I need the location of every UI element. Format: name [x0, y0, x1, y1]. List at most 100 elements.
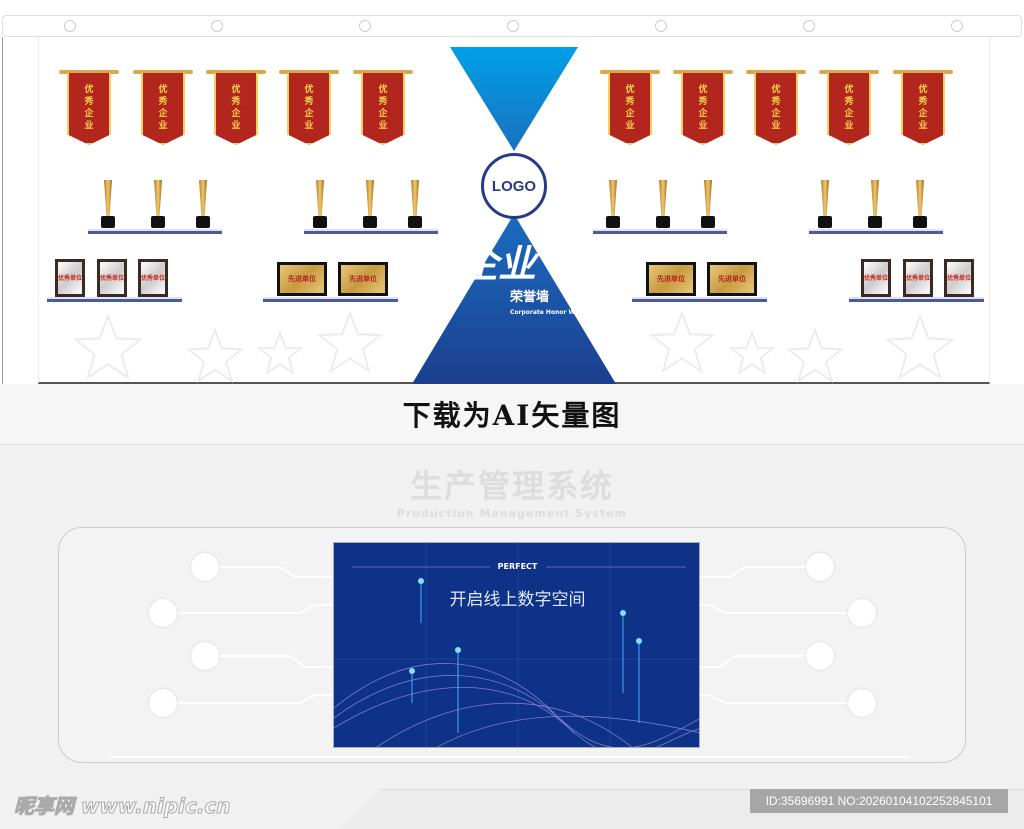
silver-plaque: 优秀单位 [138, 259, 168, 297]
banner-text: 业 [158, 121, 168, 131]
star-decorations [72, 310, 956, 384]
plaque-text: 优秀单位 [58, 262, 82, 294]
pennant-banner: 优秀企业 [279, 70, 339, 150]
banner-text: 秀 [844, 97, 854, 107]
trophy-icon [363, 180, 377, 228]
banner-text: 秀 [698, 97, 708, 107]
trophy-icon [913, 180, 927, 228]
screen-title: 开启线上数字空间 [449, 590, 586, 610]
banner-text: 企 [304, 109, 314, 119]
banner-text: 企 [378, 109, 388, 119]
star-decoration [316, 310, 384, 374]
gold-plaque: 先进单位 [707, 262, 757, 296]
rail-bolt [359, 20, 371, 32]
banner-text: 业 [84, 121, 94, 131]
star-decoration [185, 327, 245, 384]
trophy-icon [101, 180, 115, 228]
tech-background [334, 543, 699, 747]
banner-text: 企 [918, 109, 928, 119]
star-decoration [728, 330, 776, 376]
shelf [88, 229, 222, 234]
silver-plaque: 优秀单位 [97, 259, 127, 297]
circuit-node [806, 553, 834, 581]
pennant-banner: 优秀企业 [673, 70, 733, 150]
star-decoration [256, 330, 304, 376]
banner-text: 企 [625, 109, 635, 119]
banner-text: 秀 [231, 97, 241, 107]
trophy-icon [818, 180, 832, 228]
image-id-badge: ID:35696991 NO:20260104102252845101 [750, 789, 1008, 813]
gold-plaque: 先进单位 [277, 262, 327, 296]
gold-plaque: 先进单位 [338, 262, 388, 296]
banner-text: 秀 [918, 97, 928, 107]
banner-text: 企 [84, 109, 94, 119]
rail-bolt [64, 20, 76, 32]
banner-text: 业 [698, 121, 708, 131]
banner-text: 业 [625, 121, 635, 131]
circuit-node [149, 599, 177, 627]
shelf [809, 229, 943, 234]
title-cn: 荣誉墙 [510, 290, 550, 305]
shelf [47, 297, 182, 302]
star-decoration [648, 310, 716, 374]
divider [2, 37, 3, 384]
shelf [263, 297, 398, 302]
banner-text: 业 [844, 121, 854, 131]
shelf [632, 297, 767, 302]
system-title: 生产管理系统 [409, 467, 614, 505]
plaque-text: 优秀单位 [100, 262, 124, 294]
circuit-node [806, 642, 834, 670]
banner-text: 优 [625, 85, 635, 95]
plaque-text: 先进单位 [710, 265, 754, 293]
download-caption: 下载为AI矢量图 [0, 384, 1024, 445]
banner-text: 优 [844, 85, 854, 95]
rail-bolt [211, 20, 223, 32]
banner-text: 秀 [304, 97, 314, 107]
banner-text: 业 [304, 121, 314, 131]
banner-text: 企 [231, 109, 241, 119]
plaque-text: 优秀单位 [947, 262, 971, 294]
digital-screen: PERFECT 开启线上数字空间 [333, 542, 700, 748]
system-subtitle: Production Management System [396, 507, 628, 520]
pennant-banner: 优秀企业 [133, 70, 193, 150]
pennant-banner: 优秀企业 [600, 70, 660, 150]
banner-text: 秀 [84, 97, 94, 107]
screen-tag: PERFECT [497, 562, 538, 571]
rail-bolt [507, 20, 519, 32]
plaque-text: 优秀单位 [906, 262, 930, 294]
pennant-banner: 优秀企业 [893, 70, 953, 150]
banner-text: 优 [698, 85, 708, 95]
trophy-icon [151, 180, 165, 228]
trophy-icon [196, 180, 210, 228]
silver-plaque: 优秀单位 [861, 259, 891, 297]
banner-text: 优 [231, 85, 241, 95]
pennant-banner: 优秀企业 [819, 70, 879, 150]
shelf [593, 229, 727, 234]
pennant-banner: 优秀企业 [206, 70, 266, 150]
plaque-text: 优秀单位 [864, 262, 888, 294]
banner-text: 优 [378, 85, 388, 95]
trophy-icon [408, 180, 422, 228]
banner-text: 企 [844, 109, 854, 119]
banner-text: 优 [771, 85, 781, 95]
plaque-text: 先进单位 [280, 265, 324, 293]
banner-text: 企 [698, 109, 708, 119]
pennant-banner: 优秀企业 [746, 70, 806, 150]
banner-text: 秀 [158, 97, 168, 107]
star-decoration [884, 313, 956, 380]
banner-text: 优 [918, 85, 928, 95]
silver-plaque: 优秀单位 [55, 259, 85, 297]
circuit-node [848, 689, 876, 717]
pennant-banner: 优秀企业 [59, 70, 119, 150]
circuit-node [191, 642, 219, 670]
trophy-icon [868, 180, 882, 228]
pennant-banner: 优秀企业 [353, 70, 413, 150]
rail-bolt [803, 20, 815, 32]
banner-text: 秀 [771, 97, 781, 107]
rail-bolt [951, 20, 963, 32]
silver-plaque: 优秀单位 [903, 259, 933, 297]
circuit-lines [110, 566, 910, 758]
banner-text: 优 [84, 85, 94, 95]
banner-text: 秀 [625, 97, 635, 107]
gold-plaque: 先进单位 [646, 262, 696, 296]
